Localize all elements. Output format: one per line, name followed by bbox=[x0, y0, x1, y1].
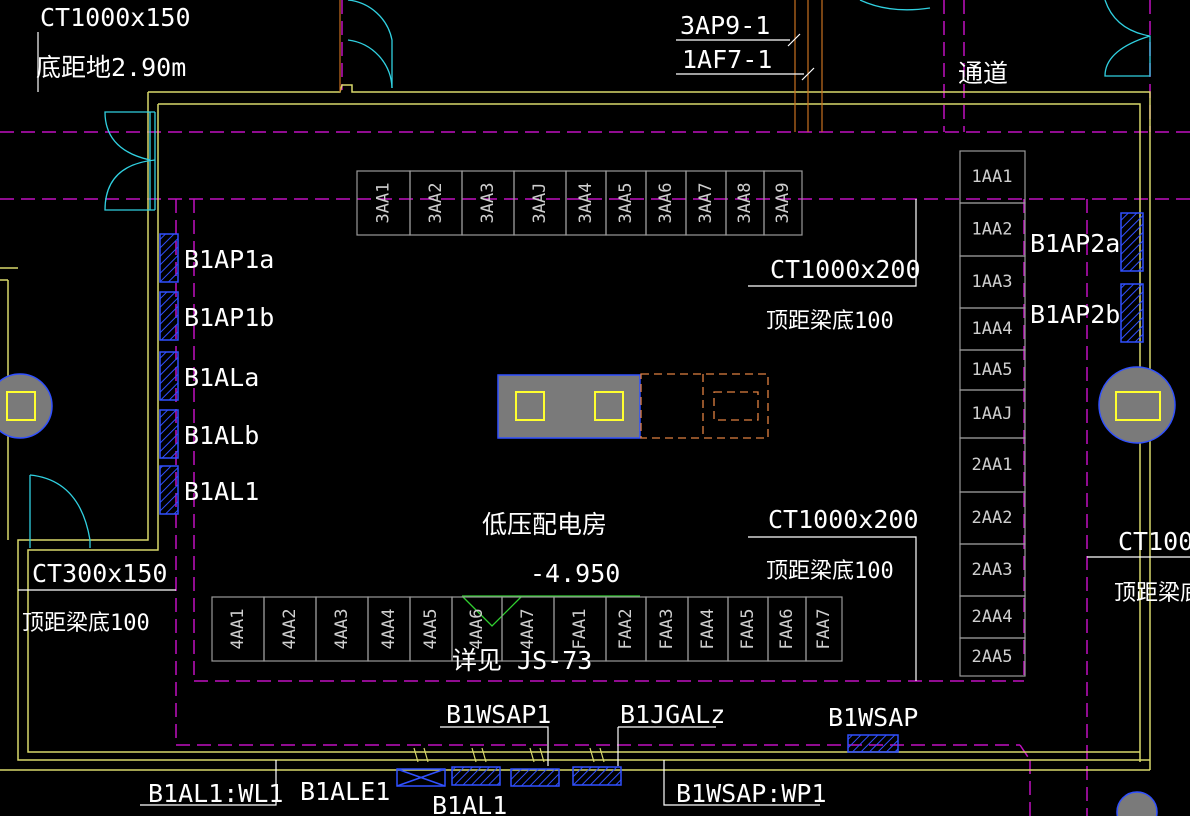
panel-label: 1AA5 bbox=[972, 360, 1013, 380]
wall-box-label: B1AP1b bbox=[184, 303, 274, 332]
panel-label: 1AA2 bbox=[972, 220, 1013, 240]
box-b1jgalz bbox=[572, 766, 622, 786]
column-left bbox=[0, 373, 53, 439]
panel-label: 1AAJ bbox=[972, 404, 1013, 424]
wall-box-label: B1AP2b bbox=[1030, 300, 1120, 329]
shaft-lines bbox=[339, 0, 823, 132]
panel-label: 4AA7 bbox=[518, 609, 538, 650]
panel-label: 3AA3 bbox=[478, 183, 498, 224]
tray-size-3: CT1000x200 bbox=[768, 505, 919, 534]
level-mark bbox=[461, 595, 640, 627]
panel-cell-3aa9: 3AA9 bbox=[763, 170, 803, 236]
tray-note-3: 顶距梁底100 bbox=[766, 559, 894, 584]
wall-box-b1ala: B1ALa bbox=[159, 351, 259, 401]
panel-label: 2AA1 bbox=[972, 455, 1013, 475]
panel-label: 3AA6 bbox=[656, 183, 676, 224]
transformer-base bbox=[497, 374, 641, 439]
tray-size-5: CT1000 bbox=[1118, 527, 1190, 556]
wall-box-label: B1AP1a bbox=[184, 245, 274, 274]
panel-label: 3AAJ bbox=[530, 183, 550, 224]
box-b1wsap bbox=[847, 734, 899, 753]
panel-label: FAA4 bbox=[698, 609, 718, 650]
floor-level: -4.950 bbox=[530, 559, 620, 588]
tray-size-1: CT1000x150 bbox=[40, 3, 191, 32]
corridor-label: 通道 bbox=[958, 59, 1008, 88]
panel-label: 4AA1 bbox=[228, 609, 248, 650]
panel-cell-faa7: FAA7 bbox=[805, 596, 843, 662]
room-name: 低压配电房 bbox=[482, 510, 607, 539]
wall-box-b1al1: B1AL1 bbox=[159, 465, 259, 515]
wall-box-b1alb: B1ALb bbox=[159, 409, 259, 459]
box-b1wsap1 bbox=[451, 766, 501, 786]
panel-label: 4AA5 bbox=[421, 609, 441, 650]
doors bbox=[29, 0, 1151, 548]
wall-box-label: B1AL1 bbox=[184, 477, 259, 506]
panel-label: FAA3 bbox=[657, 609, 677, 650]
label-b1wsap: B1WSAP bbox=[828, 703, 918, 732]
tray-size-2: CT1000x200 bbox=[770, 255, 921, 284]
wall-box-b1ap1a: B1AP1a bbox=[159, 233, 274, 283]
feeder-label-1: 3AP9-1 bbox=[680, 11, 770, 40]
tray-leaders bbox=[18, 32, 1190, 806]
panel-label: 2AA2 bbox=[972, 508, 1013, 528]
panel-label: 1AA4 bbox=[972, 319, 1013, 339]
label-b1wsap-wp1: B1WSAP:WP1 bbox=[676, 779, 827, 808]
panel-label: 2AA4 bbox=[972, 607, 1013, 627]
panel-label: 3AA5 bbox=[616, 183, 636, 224]
tray-size-4: CT300x150 bbox=[32, 559, 167, 588]
panel-row-top: 3AA1 3AA2 3AA3 3AAJ 3AA4 3AA5 3AA6 3AA7 3AA8 3AA9 bbox=[356, 170, 803, 236]
column-right bbox=[1098, 366, 1176, 444]
panel-label: 2AA3 bbox=[972, 560, 1013, 580]
structural-columns bbox=[0, 366, 1176, 816]
panel-label: 3AA8 bbox=[735, 183, 755, 224]
feed-ticks bbox=[413, 747, 605, 763]
panel-label: 4AA3 bbox=[332, 609, 352, 650]
equipment-outline bbox=[640, 373, 769, 439]
panel-label: 3AA4 bbox=[576, 183, 596, 224]
panel-label: 1AA3 bbox=[972, 272, 1013, 292]
panel-label: 3AA9 bbox=[773, 183, 793, 224]
panel-column-right: 1AA1 1AA2 1AA3 1AA4 1AA5 1AAJ 2AA1 2AA2 2AA3 2AA4… bbox=[959, 150, 1026, 677]
panel-label: 3AA7 bbox=[696, 183, 716, 224]
panel-label: 3AA2 bbox=[426, 183, 446, 224]
panel-label: FAA2 bbox=[616, 609, 636, 650]
wall-box-label: B1ALb bbox=[184, 421, 259, 450]
panel-label: 4AA2 bbox=[280, 609, 300, 650]
label-b1ale1: B1ALE1 bbox=[300, 777, 390, 806]
wall-box-b1ap2a: B1AP2a bbox=[1030, 212, 1144, 272]
panel-cell-2aa5: 2AA5 bbox=[959, 637, 1026, 677]
tray-note-4: 顶距梁底100 bbox=[22, 611, 150, 636]
wall-box-b1ap2b: B1AP2b bbox=[1030, 283, 1144, 343]
detail-reference: 详见 JS-73 bbox=[452, 646, 592, 675]
panel-label: 4AA4 bbox=[379, 609, 399, 650]
feeder-label-2: 1AF7-1 bbox=[682, 45, 772, 74]
panel-label: FAA7 bbox=[814, 609, 834, 650]
wall-box-label: B1ALa bbox=[184, 363, 259, 392]
wall-box-b1ap1b: B1AP1b bbox=[159, 291, 274, 341]
bottom-equipment bbox=[396, 734, 899, 787]
label-b1wsap1: B1WSAP1 bbox=[446, 700, 551, 729]
panel-label: FAA5 bbox=[738, 609, 758, 650]
label-b1jgalz: B1JGALz bbox=[620, 700, 725, 729]
box-b1al1 bbox=[510, 768, 560, 787]
panel-row-bottom: 4AA1 4AA2 4AA3 4AA4 4AA5 4AA6 4AA7 FAA1 FAA2 FAA3… bbox=[211, 596, 843, 662]
panel-label: 4AA6 bbox=[467, 609, 487, 650]
wall-box-label: B1AP2a bbox=[1030, 229, 1120, 258]
tray-note-2: 顶距梁底100 bbox=[766, 309, 894, 334]
panel-label: FAA6 bbox=[777, 609, 797, 650]
panel-label: 2AA5 bbox=[972, 647, 1013, 667]
tray-note-1: 底距地2.90m bbox=[36, 53, 186, 82]
tray-note-5: 顶距梁底100 bbox=[1114, 581, 1190, 606]
label-b1al1-wl1: B1AL1:WL1 bbox=[148, 779, 283, 808]
panel-label: 3AA1 bbox=[374, 183, 394, 224]
panel-label: FAA1 bbox=[570, 609, 590, 650]
valve-box bbox=[396, 768, 446, 787]
panel-label: 1AA1 bbox=[972, 167, 1013, 187]
label-b1al1: B1AL1 bbox=[432, 791, 507, 816]
